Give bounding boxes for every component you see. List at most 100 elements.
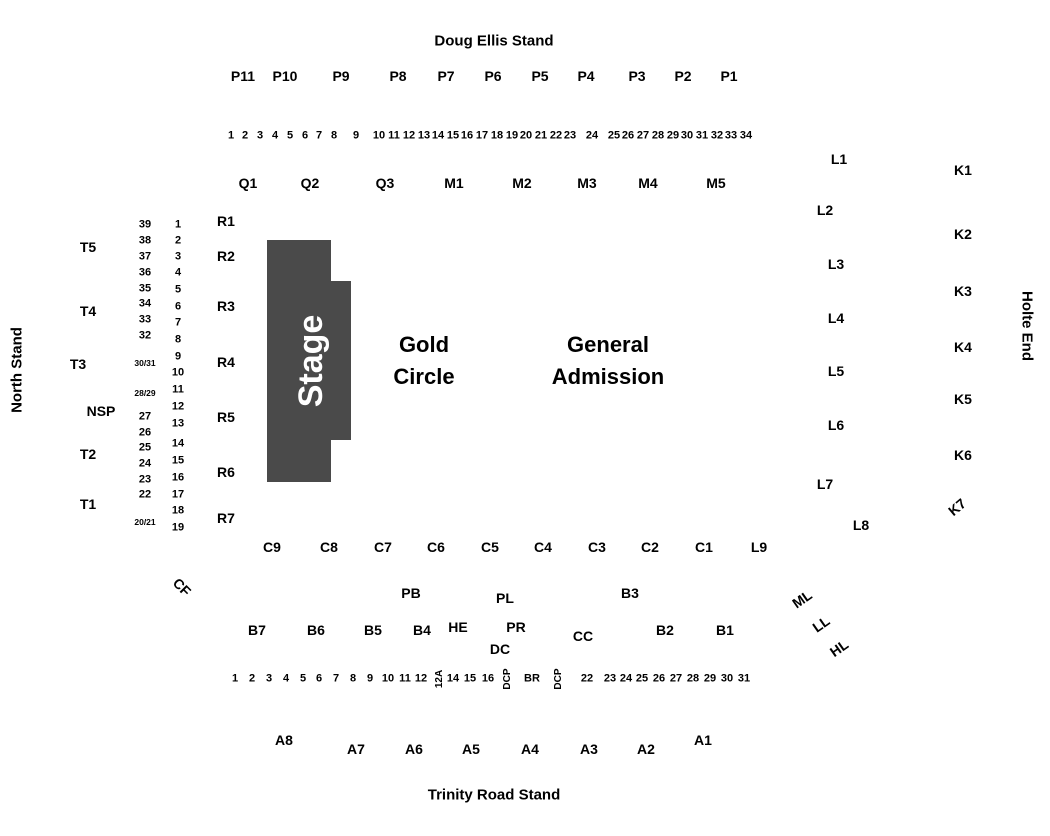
bottom-number-11: 11 xyxy=(399,672,411,685)
bottom-vertical-dcp: DCP xyxy=(553,668,564,690)
section-b2: B2 xyxy=(656,622,674,638)
section-c9: C9 xyxy=(263,539,281,555)
section-l4: L4 xyxy=(827,310,845,326)
section-k2: K2 xyxy=(954,226,972,242)
top-number-10: 10 xyxy=(372,129,386,142)
bottom-number-7: 7 xyxy=(332,672,340,685)
section-dc: DC xyxy=(489,641,511,657)
top-number-24: 24 xyxy=(585,129,599,142)
section-p5: P5 xyxy=(531,68,549,84)
section-m5: M5 xyxy=(706,175,726,191)
bottom-number-15: 15 xyxy=(463,672,477,685)
top-number-33: 33 xyxy=(724,129,738,142)
north-left-number-34: 34 xyxy=(138,297,152,310)
section-r4: R4 xyxy=(217,354,235,370)
north-right-number-6: 6 xyxy=(174,300,182,313)
section-l3: L3 xyxy=(827,256,845,272)
section-c4: C4 xyxy=(534,539,552,555)
section-t4: T4 xyxy=(79,303,97,319)
top-number-3: 3 xyxy=(256,129,264,142)
section-q3: Q3 xyxy=(375,175,395,191)
section-m1: M1 xyxy=(444,175,464,191)
north-right-number-19: 19 xyxy=(171,521,185,534)
section-l8: L8 xyxy=(852,517,870,533)
section-c1: C1 xyxy=(695,539,713,555)
north-right-number-15: 15 xyxy=(171,454,185,467)
section-nsp: NSP xyxy=(86,403,116,419)
section-r3: R3 xyxy=(217,298,235,314)
section-r7: R7 xyxy=(217,510,235,526)
section-t5: T5 xyxy=(79,239,97,255)
section-pl: PL xyxy=(496,590,514,606)
section-c2: C2 xyxy=(641,539,659,555)
north-right-number-1: 1 xyxy=(174,218,182,231)
top-number-5: 5 xyxy=(286,129,294,142)
north-right-number-14: 14 xyxy=(171,437,185,450)
top-number-25: 25 xyxy=(607,129,621,142)
section-p8: P8 xyxy=(389,68,407,84)
north-right-number-9: 9 xyxy=(174,350,182,363)
north-left-number-27: 27 xyxy=(138,410,152,423)
top-number-20: 20 xyxy=(519,129,533,142)
section-ll: LL xyxy=(809,612,833,636)
north-right-number-3: 3 xyxy=(174,250,182,263)
bottom-number-29: 29 xyxy=(703,672,717,685)
section-t2: T2 xyxy=(79,446,97,462)
section-cc: CC xyxy=(572,628,594,644)
section-p10: P10 xyxy=(272,68,298,84)
section-p4: P4 xyxy=(577,68,595,84)
section-a2: A2 xyxy=(637,741,655,757)
section-p11: P11 xyxy=(230,68,256,84)
top-number-32: 32 xyxy=(710,129,724,142)
bottom-vertical-12a: 12A xyxy=(434,669,445,689)
section-b1: B1 xyxy=(716,622,734,638)
top-number-16: 16 xyxy=(460,129,474,142)
bottom-number-br: BR xyxy=(524,672,540,685)
bottom-number-23: 23 xyxy=(603,672,617,685)
section-p3: P3 xyxy=(628,68,646,84)
bottom-number-24: 24 xyxy=(619,672,633,685)
stage-shape xyxy=(267,240,351,482)
north-right-number-5: 5 xyxy=(174,283,182,296)
north-left-number-25: 25 xyxy=(138,441,152,454)
bottom-number-3: 3 xyxy=(265,672,273,685)
bottom-number-2: 2 xyxy=(248,672,256,685)
north-left-number-20-21: 20/21 xyxy=(134,516,156,527)
section-r5: R5 xyxy=(217,409,235,425)
top-number-2: 2 xyxy=(241,129,249,142)
section-pb: PB xyxy=(401,585,421,601)
bottom-number-10: 10 xyxy=(381,672,395,685)
north-right-number-12: 12 xyxy=(171,400,185,413)
section-a7: A7 xyxy=(347,741,365,757)
bottom-number-26: 26 xyxy=(652,672,666,685)
section-p2: P2 xyxy=(674,68,692,84)
bottom-number-16: 16 xyxy=(481,672,495,685)
bottom-number-4: 4 xyxy=(282,672,290,685)
zone-gold-circle-circle: Circle xyxy=(393,364,455,389)
bottom-number-6: 6 xyxy=(315,672,323,685)
north-left-number-26: 26 xyxy=(138,426,152,439)
top-number-9: 9 xyxy=(352,129,360,142)
holte-end-stand-label: Holte End xyxy=(1018,291,1036,361)
section-a1: A1 xyxy=(694,732,712,748)
top-number-29: 29 xyxy=(666,129,680,142)
bottom-number-8: 8 xyxy=(349,672,357,685)
bottom-number-27: 27 xyxy=(669,672,683,685)
section-b3: B3 xyxy=(621,585,639,601)
section-l9: L9 xyxy=(750,539,768,555)
top-number-30: 30 xyxy=(680,129,694,142)
section-pr: PR xyxy=(506,619,526,635)
top-number-28: 28 xyxy=(651,129,665,142)
section-l5: L5 xyxy=(827,363,845,379)
north-right-number-13: 13 xyxy=(171,417,185,430)
north-right-number-4: 4 xyxy=(174,266,182,279)
section-m4: M4 xyxy=(638,175,658,191)
section-p6: P6 xyxy=(484,68,502,84)
top-number-8: 8 xyxy=(330,129,338,142)
section-a8: A8 xyxy=(275,732,293,748)
section-he: HE xyxy=(448,619,468,635)
zone-general-admission-admission: Admission xyxy=(551,364,665,389)
bottom-number-31: 31 xyxy=(737,672,751,685)
top-number-13: 13 xyxy=(417,129,431,142)
